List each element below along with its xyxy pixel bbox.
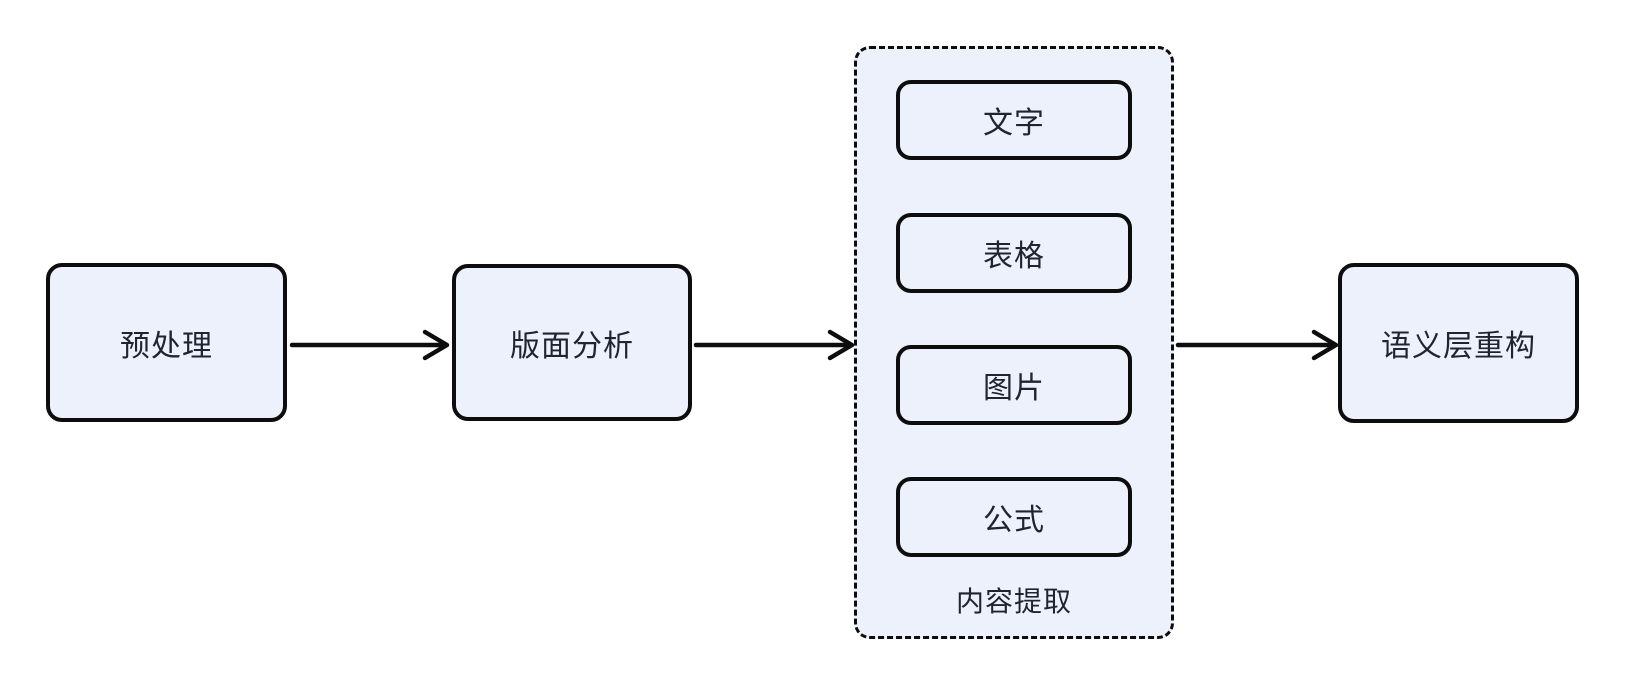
arrow-extraction-to-semantic <box>1175 329 1339 361</box>
node-semantic-reconstruction-label: 语义层重构 <box>1381 330 1536 363</box>
sub-node-image-label: 图片 <box>983 372 1045 405</box>
sub-node-image: 图片 <box>896 345 1132 425</box>
group-content-extraction: 文字 表格 图片 公式 内容提取 <box>854 46 1174 639</box>
arrow-layout-to-extraction <box>693 329 855 361</box>
arrow-preprocess-to-layout <box>289 329 450 361</box>
node-preprocess: 预处理 <box>46 263 287 422</box>
sub-node-table-label: 表格 <box>983 240 1045 273</box>
arrow-head <box>827 329 855 361</box>
node-layout-analysis-label: 版面分析 <box>510 329 634 363</box>
sub-node-table: 表格 <box>896 213 1132 293</box>
group-content-extraction-label: 内容提取 <box>955 586 1072 617</box>
node-preprocess-label: 预处理 <box>120 329 213 363</box>
sub-node-formula: 公式 <box>896 477 1132 557</box>
node-layout-analysis: 版面分析 <box>452 264 692 421</box>
arrow-head <box>422 329 450 361</box>
sub-node-text: 文字 <box>896 80 1132 160</box>
arrow-head <box>1311 329 1339 361</box>
sub-node-formula-label: 公式 <box>983 504 1045 537</box>
sub-node-text-label: 文字 <box>983 107 1045 140</box>
node-semantic-reconstruction: 语义层重构 <box>1338 263 1579 423</box>
